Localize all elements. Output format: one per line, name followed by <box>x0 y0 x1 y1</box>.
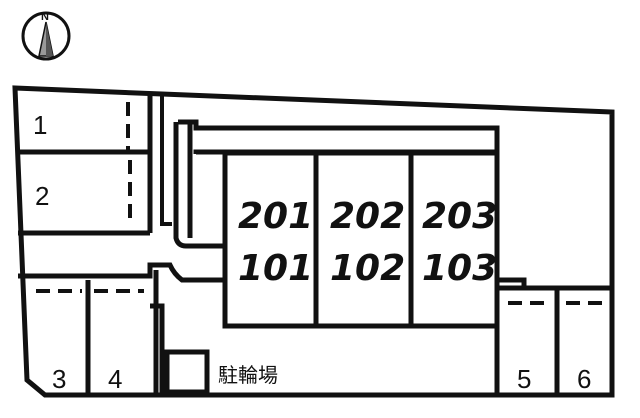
unit-203-label: 203 <box>422 196 497 237</box>
parking-block-left <box>17 94 153 236</box>
compass-icon: N <box>21 11 71 61</box>
corridor-wall <box>160 94 172 226</box>
unit-101-label: 101 <box>238 248 313 289</box>
unit-201-label: 201 <box>238 196 313 237</box>
unit-102-label: 102 <box>330 248 405 289</box>
parking-4-label: 4 <box>108 364 122 394</box>
unit-202-label: 202 <box>330 196 405 237</box>
parking-3-label: 3 <box>52 364 66 394</box>
parking-5-label: 5 <box>517 364 531 394</box>
entry-wall <box>18 262 225 283</box>
building <box>222 150 500 329</box>
parking-6-label: 6 <box>577 364 591 394</box>
balcony <box>178 119 500 155</box>
parking-2-label: 2 <box>35 181 49 211</box>
unit-103-label: 103 <box>422 248 497 289</box>
stair-wall <box>173 122 225 249</box>
parking-1-label: 1 <box>33 110 47 140</box>
compass-north-label: N <box>41 11 49 23</box>
bicycle-parking-box <box>164 349 210 395</box>
bicycle-parking-label: 駐輪場 <box>218 363 278 387</box>
